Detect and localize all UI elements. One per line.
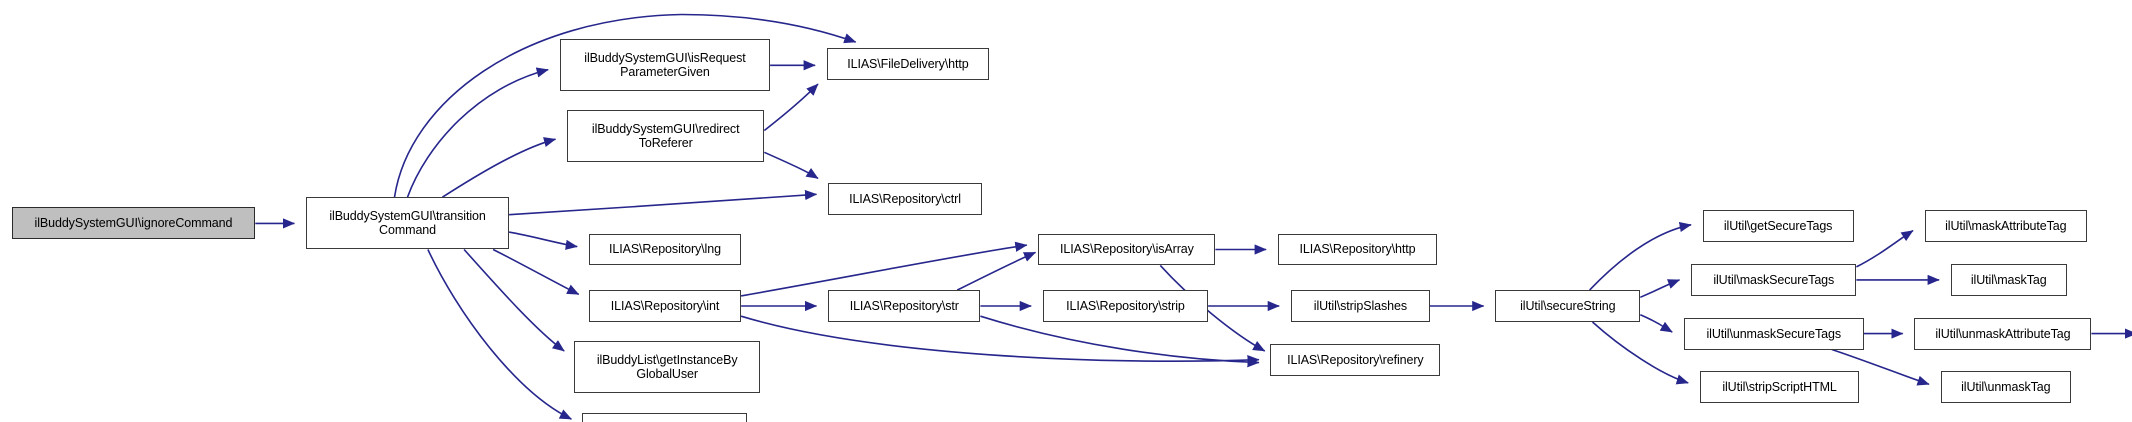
node-label-fileDeliveryHttp: ILIAS\FileDelivery\http	[847, 56, 969, 71]
edge-maskSecureTags-to-maskAttributeTag	[1856, 229, 1914, 268]
node-maskTag[interactable]: ilUtil\maskTag	[1950, 263, 2067, 296]
node-unmaskAttributeTag[interactable]: ilUtil\unmaskAttributeTag	[1914, 317, 2092, 350]
node-fileDeliveryHttp[interactable]: ILIAS\FileDelivery\http	[826, 47, 990, 80]
edge-transitionCommand-to-repositoryCtrl	[509, 189, 818, 216]
node-label-transitionCommand: ilBuddySystemGUI\transition Command	[329, 209, 486, 238]
node-label-repositoryStr: ILIAS\Repository\str	[849, 299, 959, 314]
node-isRequestParameterGiven[interactable]: ilBuddySystemGUI\isRequest ParameterGive…	[559, 39, 771, 92]
node-repositoryHttp[interactable]: ILIAS\Repository\http	[1277, 233, 1438, 266]
node-getInstanceByGlobalUser[interactable]: ilBuddyList\getInstanceBy GlobalUser	[574, 340, 760, 394]
node-label-unmaskAttributeTag: ilUtil\unmaskAttributeTag	[1935, 326, 2071, 341]
node-label-repositoryHttp: ILIAS\Repository\http	[1299, 242, 1416, 257]
edge-transitionCommand-to-repositoryInt	[492, 248, 580, 296]
edge-redirectToReferer-to-fileDeliveryHttp	[763, 83, 819, 132]
node-label-repositoryRefinery: ILIAS\Repository\refinery	[1287, 352, 1424, 367]
node-stripScriptHTML[interactable]: ilUtil\stripScriptHTML	[1699, 371, 1860, 404]
node-repositoryInt[interactable]: ILIAS\Repository\int	[588, 290, 742, 322]
node-label-stripSlashes: ilUtil\stripSlashes	[1313, 299, 1408, 314]
node-repositoryStr[interactable]: ILIAS\Repository\str	[828, 290, 981, 322]
edge-transitionCommand-to-isRequestParameterGiven	[406, 67, 549, 198]
edge-repositoryInt-to-repositoryRefinery	[740, 315, 1260, 366]
node-secureString[interactable]: ilUtil\secureString	[1495, 290, 1641, 322]
edge-redirectToReferer-to-repositoryCtrl	[763, 151, 819, 180]
node-unmaskSecureTags[interactable]: ilUtil\unmaskSecureTags	[1683, 317, 1864, 350]
node-repositoryIsArray[interactable]: ILIAS\Repository\isArray	[1038, 233, 1216, 266]
edge-transitionCommand-to-redirectToReferer	[441, 137, 557, 198]
node-repositoryStrip[interactable]: ILIAS\Repository\strip	[1042, 290, 1209, 322]
edge-repositoryInt-to-repositoryIsArray	[740, 241, 1028, 297]
node-label-maskAttributeTag: ilUtil\maskAttributeTag	[1945, 219, 2067, 234]
node-label-getSecureTags: ilUtil\getSecureTags	[1723, 219, 1833, 234]
edge-repositoryStr-to-repositoryIsArray	[956, 251, 1037, 291]
node-label-maskSecureTags: ilUtil\maskSecureTags	[1713, 272, 1835, 287]
node-maskSecureTags[interactable]: ilUtil\maskSecureTags	[1691, 263, 1857, 296]
edge-secureString-to-getSecureTags	[1589, 221, 1692, 291]
node-label-repositoryIsArray: ILIAS\Repository\isArray	[1060, 242, 1194, 257]
node-repositoryRefinery[interactable]: ILIAS\Repository\refinery	[1270, 343, 1441, 376]
node-label-repositoryStrip: ILIAS\Repository\strip	[1066, 299, 1185, 314]
node-stripSlashes[interactable]: ilUtil\stripSlashes	[1290, 290, 1431, 322]
node-label-maskTag: ilUtil\maskTag	[1970, 272, 2047, 287]
node-label-repositoryCtrl: ILIAS\Repository\ctrl	[849, 191, 961, 206]
node-lookupLogin[interactable]: ilObjUser\_lookupLogin	[581, 413, 747, 422]
edge-transitionCommand-to-lookupLogin	[427, 249, 572, 420]
edge-secureString-to-maskSecureTags	[1639, 279, 1681, 299]
node-label-unmaskTag: ilUtil\unmaskTag	[1961, 380, 2051, 395]
edge-repositoryStr-to-repositoryRefinery	[980, 315, 1260, 368]
node-maskAttributeTag[interactable]: ilUtil\maskAttributeTag	[1924, 210, 2088, 243]
node-label-isRequestParameterGiven: ilBuddySystemGUI\isRequest ParameterGive…	[584, 51, 746, 80]
node-redirectToReferer[interactable]: ilBuddySystemGUI\redirect ToReferer	[567, 110, 765, 163]
node-label-repositoryLng: ILIAS\Repository\lng	[608, 242, 721, 257]
node-getSecureTags[interactable]: ilUtil\getSecureTags	[1702, 210, 1854, 243]
node-label-secureString: ilUtil\secureString	[1520, 299, 1616, 314]
edge-secureString-to-unmaskSecureTags	[1639, 313, 1673, 333]
node-label-ignoreCommand: ilBuddySystemGUI\ignoreCommand	[34, 216, 233, 231]
node-unmaskTag[interactable]: ilUtil\unmaskTag	[1940, 371, 2072, 404]
node-repositoryLng[interactable]: ILIAS\Repository\lng	[588, 233, 742, 266]
edge-secureString-to-stripScriptHTML	[1591, 321, 1689, 385]
edge-transitionCommand-to-getInstanceByGlobalUser	[463, 248, 565, 352]
node-label-unmaskSecureTags: ilUtil\unmaskSecureTags	[1706, 326, 1842, 341]
node-repositoryCtrl[interactable]: ILIAS\Repository\ctrl	[828, 182, 982, 215]
edge-transitionCommand-to-repositoryLng	[508, 231, 578, 250]
node-label-stripScriptHTML: ilUtil\stripScriptHTML	[1722, 380, 1837, 395]
node-transitionCommand[interactable]: ilBuddySystemGUI\transition Command	[306, 197, 510, 250]
node-label-repositoryInt: ILIAS\Repository\int	[610, 299, 720, 314]
node-ignoreCommand[interactable]: ilBuddySystemGUI\ignoreCommand	[11, 207, 256, 240]
node-label-getInstanceByGlobalUser: ilBuddyList\getInstanceBy GlobalUser	[596, 352, 738, 381]
node-label-redirectToReferer: ilBuddySystemGUI\redirect ToReferer	[591, 122, 740, 151]
